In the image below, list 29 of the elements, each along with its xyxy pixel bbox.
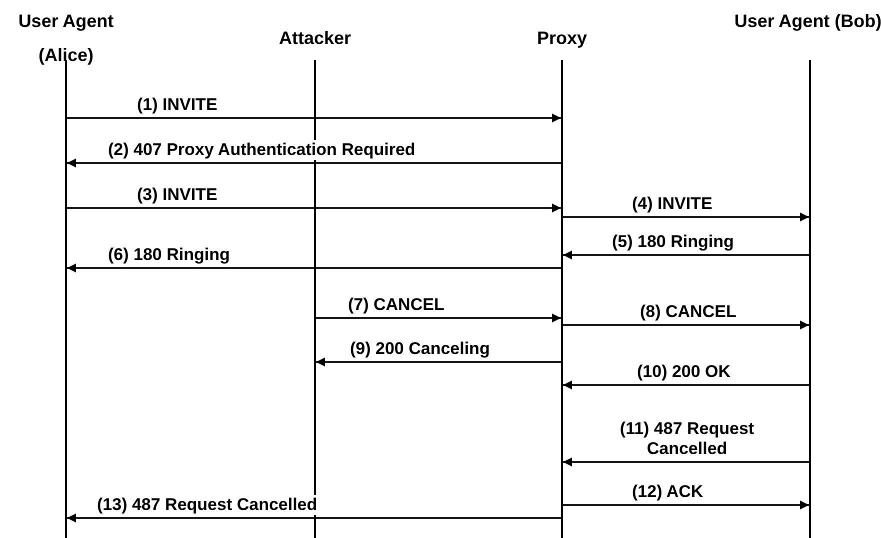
message-arrow xyxy=(563,320,809,330)
message-arrow xyxy=(67,204,561,212)
message-label: (12) ACK xyxy=(632,482,704,502)
message-arrow xyxy=(563,500,809,510)
message-arrow xyxy=(67,158,561,168)
message-label: (3) INVITE xyxy=(137,185,218,205)
message-label: (4) INVITE xyxy=(632,194,712,214)
message-label: (2) 407 Proxy Authentication Required xyxy=(108,140,416,160)
message-label: (7) CANCEL xyxy=(348,295,444,315)
message-label: (1) INVITE xyxy=(137,95,218,115)
message-arrow xyxy=(563,380,809,390)
message-label: (8) CANCEL xyxy=(640,302,736,322)
message-label: (6) 180 Ringing xyxy=(108,245,230,265)
message-arrow xyxy=(316,314,561,322)
message-label: (10) 200 OK xyxy=(637,362,731,382)
message-arrow xyxy=(563,458,809,466)
message-arrow xyxy=(563,250,809,260)
message-label: (5) 180 Ringing xyxy=(612,232,734,252)
participant-label: User Agent (Bob) xyxy=(733,10,881,33)
message-label: (9) 200 Canceling xyxy=(350,339,490,359)
message-arrow xyxy=(67,114,561,122)
message-arrow xyxy=(316,358,561,366)
participant-label: Attacker xyxy=(278,27,352,50)
message-arrow xyxy=(67,514,561,522)
participant-label: User Agent (Alice) xyxy=(17,10,115,67)
participant-label: Proxy xyxy=(536,27,588,50)
message-arrow xyxy=(563,212,809,222)
message-label: (13) 487 Request Cancelled xyxy=(97,495,318,515)
message-arrow xyxy=(67,264,561,272)
